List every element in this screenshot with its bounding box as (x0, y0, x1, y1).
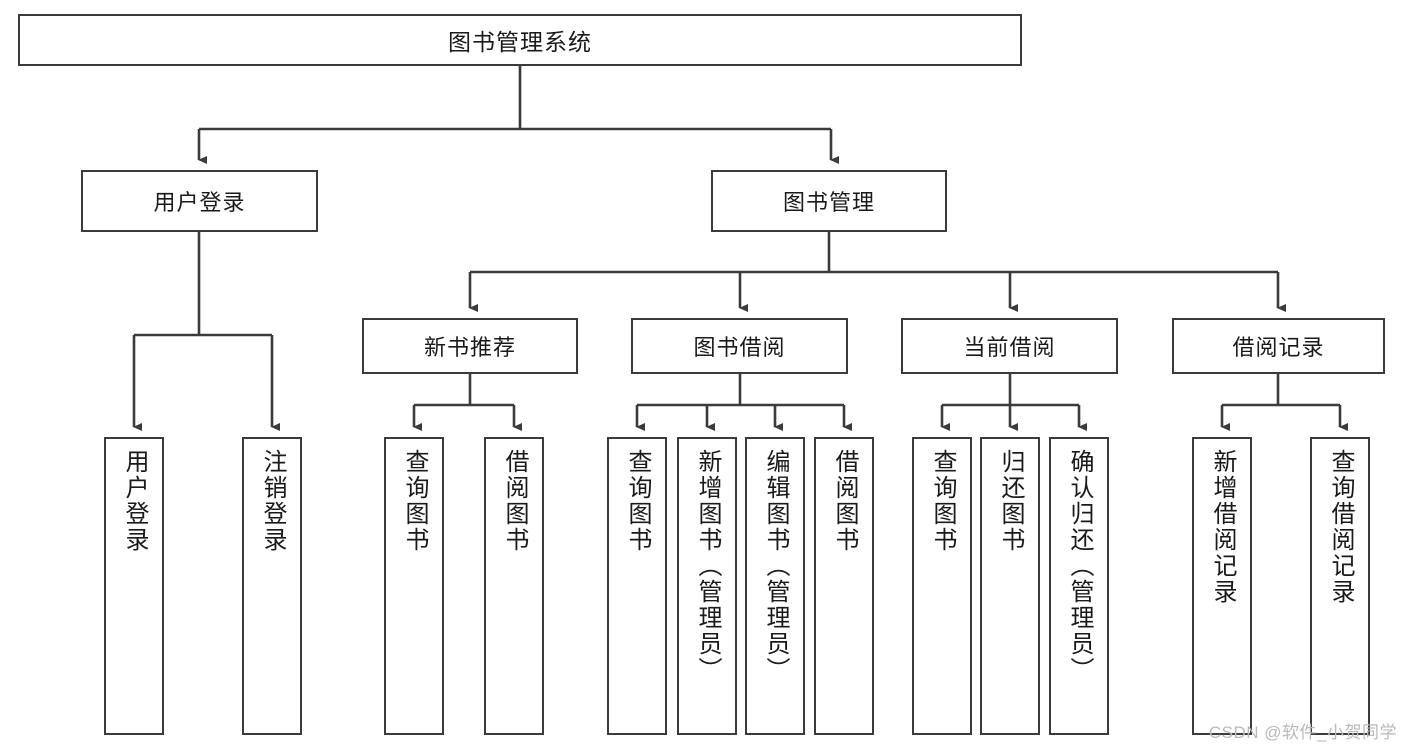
node-label: 确认归还（管理员） (1065, 449, 1093, 683)
leaf-current-borrow-query-books[interactable]: 查询图书 (912, 437, 972, 735)
node-label: 查询图书 (623, 449, 651, 553)
node-label: 注销登录 (258, 449, 286, 553)
node-book-borrow[interactable]: 图书借阅 (631, 318, 848, 374)
node-label: 用户登录 (120, 449, 148, 553)
node-root-book-management-system[interactable]: 图书管理系统 (18, 14, 1022, 66)
leaf-new-book-query-books[interactable]: 查询图书 (384, 437, 444, 735)
node-label: 查询借阅记录 (1326, 449, 1354, 605)
node-label: 当前借阅 (963, 335, 1056, 360)
node-label: 图书管理系统 (448, 29, 592, 55)
leaf-new-book-borrow-books[interactable]: 借阅图书 (484, 437, 544, 735)
watermark-text: CSDN @软件_小贺同学 (1208, 723, 1397, 742)
node-book-management[interactable]: 图书管理 (711, 170, 947, 232)
leaf-user-login-logout[interactable]: 注销登录 (242, 437, 302, 735)
node-label: 图书管理 (782, 190, 875, 215)
node-label: 新书推荐 (423, 335, 516, 360)
leaf-user-login-login[interactable]: 用户登录 (104, 437, 164, 735)
node-current-borrow[interactable]: 当前借阅 (901, 318, 1118, 374)
leaf-current-borrow-confirm-return-admin[interactable]: 确认归还（管理员） (1049, 437, 1109, 735)
node-user-login[interactable]: 用户登录 (81, 170, 318, 232)
node-label: 用户登录 (153, 190, 246, 215)
node-label: 查询图书 (928, 449, 956, 553)
node-label: 归还图书 (996, 449, 1024, 553)
leaf-book-borrow-query-books[interactable]: 查询图书 (607, 437, 667, 735)
leaf-book-borrow-edit-book-admin[interactable]: 编辑图书（管理员） (745, 437, 805, 735)
node-label: 查询图书 (400, 449, 428, 553)
leaf-book-borrow-borrow-books[interactable]: 借阅图书 (814, 437, 874, 735)
node-label: 借阅记录 (1232, 335, 1325, 360)
leaf-current-borrow-return-books[interactable]: 归还图书 (980, 437, 1040, 735)
leaf-borrow-record-add-record[interactable]: 新增借阅记录 (1192, 437, 1252, 735)
leaf-book-borrow-add-book-admin[interactable]: 新增图书（管理员） (677, 437, 737, 735)
node-label: 新增图书（管理员） (693, 449, 721, 683)
node-label: 借阅图书 (830, 449, 858, 553)
leaf-borrow-record-query-record[interactable]: 查询借阅记录 (1310, 437, 1370, 735)
node-label: 借阅图书 (500, 449, 528, 553)
node-label: 图书借阅 (693, 335, 786, 360)
node-new-book-recommend[interactable]: 新书推荐 (362, 318, 578, 374)
node-label: 编辑图书（管理员） (761, 449, 789, 683)
node-label: 新增借阅记录 (1208, 449, 1236, 605)
node-borrow-record[interactable]: 借阅记录 (1172, 318, 1385, 374)
